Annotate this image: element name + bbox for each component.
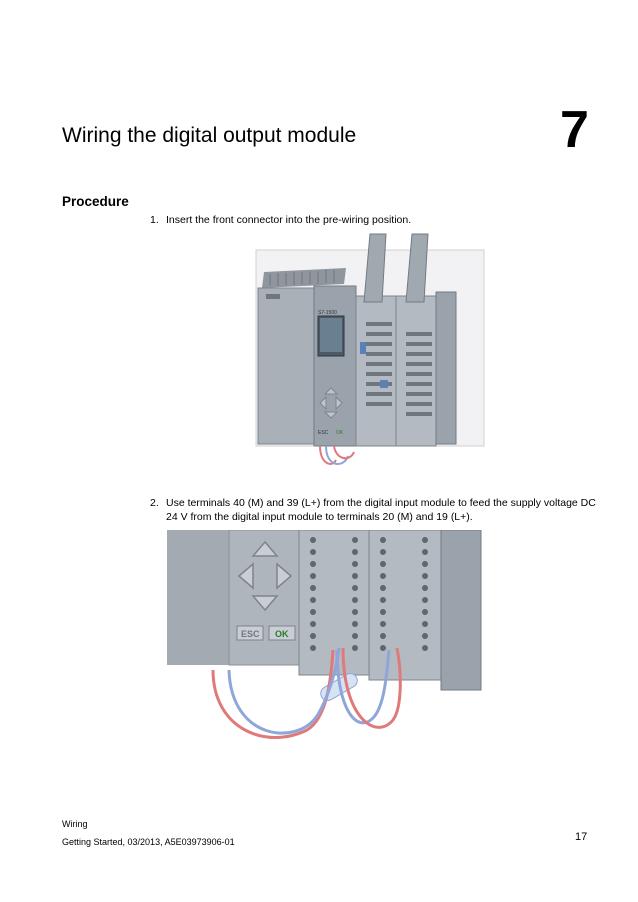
footer-document-info: Getting Started, 03/2013, A5E03973906-01: [62, 837, 235, 847]
step-number: 2.: [150, 497, 159, 509]
digital-output-terminal-block: [368, 530, 442, 681]
esc-key-label: ESC: [318, 430, 329, 436]
page-number: 17: [575, 831, 588, 843]
step-text: Insert the front connector into the pre-…: [166, 214, 412, 226]
cpu-label: S7-1500: [318, 310, 337, 316]
procedure-step-1: 1. Insert the front connector into the pr…: [150, 213, 596, 227]
cpu-side: [167, 530, 229, 665]
cpu-navigation-keys: [237, 540, 293, 612]
step-number: 1.: [150, 214, 159, 226]
coding-element: [360, 342, 366, 354]
step-text: Use terminals 40 (M) and 39 (L+) from th…: [166, 497, 596, 523]
ok-key: [268, 625, 296, 641]
ok-key-label: OK: [275, 629, 289, 639]
esc-key: [236, 625, 264, 641]
digital-input-module: [355, 295, 397, 447]
footer-section-name: Wiring: [62, 819, 88, 829]
digital-output-module: [395, 295, 437, 447]
cpu-top-vents: [262, 268, 346, 288]
section-heading: Procedure: [62, 194, 129, 209]
power-supply-module: [257, 287, 315, 445]
esc-key-label: ESC: [241, 629, 260, 639]
chapter-number: 7: [560, 101, 589, 159]
chapter-title: Wiring the digital output module: [62, 124, 357, 147]
figure-front-connector-prewiring: S7-1500 ESC OK: [255, 233, 485, 465]
ok-key-label: OK: [336, 430, 344, 436]
cpu-keypad: [319, 387, 343, 419]
cpu-module: [313, 285, 357, 447]
wire-red: [211, 649, 335, 739]
figure-supply-voltage-wiring: ESC OK: [167, 530, 489, 755]
procedure-step-2: 2. Use terminals 40 (M) and 39 (L+) from …: [150, 496, 600, 524]
wire-blue: [227, 647, 341, 735]
front-cover-open: [363, 233, 387, 303]
wire-red: [319, 445, 337, 465]
